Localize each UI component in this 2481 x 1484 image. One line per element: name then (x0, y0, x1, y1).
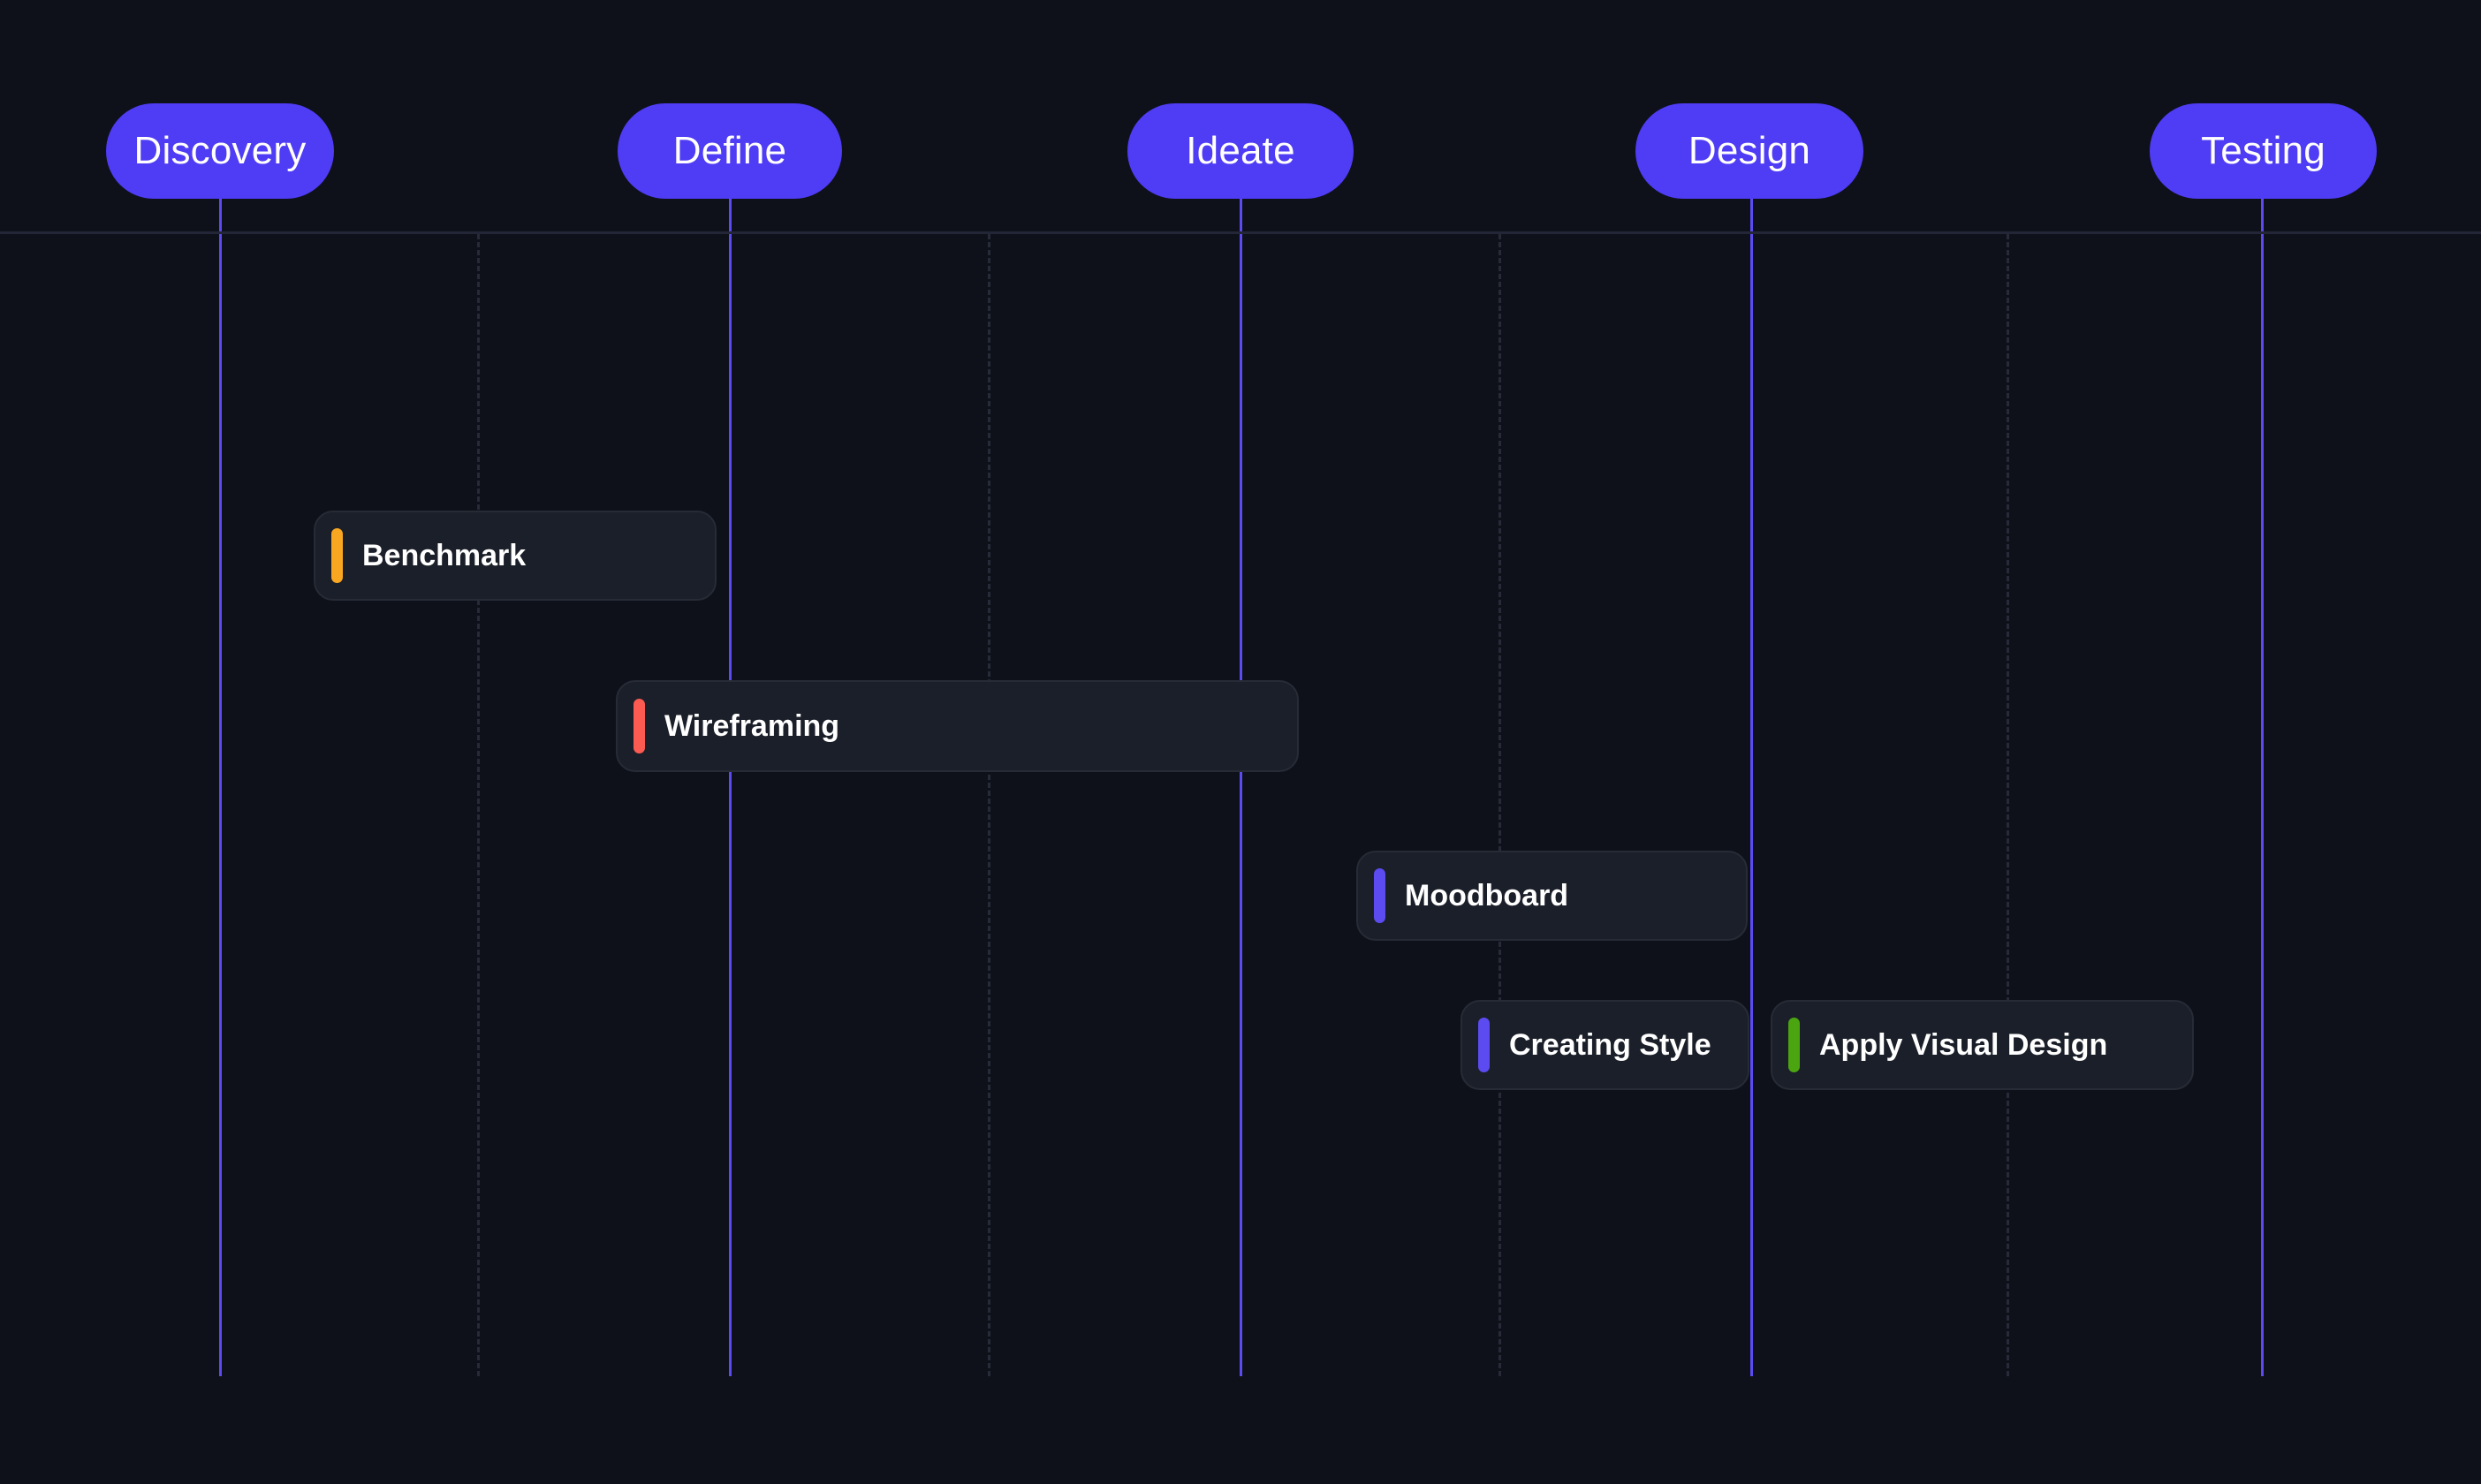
task-card-label: Creating Style (1509, 1027, 1711, 1062)
phase-pill-label: Discovery (133, 129, 307, 172)
phase-pill-discovery[interactable]: Discovery (106, 103, 334, 199)
task-card[interactable]: Wireframing (616, 680, 1299, 772)
phase-pill-define[interactable]: Define (618, 103, 842, 199)
phase-pill-ideate[interactable]: Ideate (1127, 103, 1354, 199)
task-accent-bar-indigo (1374, 868, 1385, 923)
phase-rail-testing (2261, 193, 2264, 1376)
phase-rail-define (729, 193, 732, 1376)
task-card-label: Apply Visual Design (1819, 1027, 2108, 1062)
task-accent-bar-coral (634, 699, 645, 753)
dashed-gridline-4 (2007, 234, 2009, 1376)
task-card[interactable]: Moodboard (1356, 851, 1748, 941)
dashed-gridline-3 (1498, 234, 1501, 1376)
task-card-label: Wireframing (664, 708, 840, 743)
task-card-label: Moodboard (1405, 878, 1569, 912)
phase-pill-label: Ideate (1186, 129, 1295, 172)
dashed-gridline-2 (988, 234, 990, 1376)
task-accent-bar-green (1788, 1018, 1800, 1072)
task-card-label: Benchmark (362, 538, 527, 572)
task-card[interactable]: Apply Visual Design (1771, 1000, 2194, 1090)
phase-pill-testing[interactable]: Testing (2150, 103, 2377, 199)
phase-rail-discovery (219, 193, 222, 1376)
task-accent-bar-indigo (1478, 1018, 1490, 1072)
task-card[interactable]: Benchmark (314, 511, 717, 601)
header-divider (0, 231, 2481, 234)
phase-pill-label: Design (1688, 129, 1811, 172)
task-accent-bar-amber (331, 528, 343, 583)
phase-rail-ideate (1240, 193, 1242, 1376)
phase-pill-design[interactable]: Design (1635, 103, 1863, 199)
phase-rail-design (1750, 193, 1753, 1376)
task-card[interactable]: Creating Style (1461, 1000, 1749, 1090)
phase-pill-label: Define (672, 129, 787, 172)
phase-pill-label: Testing (2201, 129, 2325, 172)
dashed-gridline-1 (477, 234, 480, 1376)
